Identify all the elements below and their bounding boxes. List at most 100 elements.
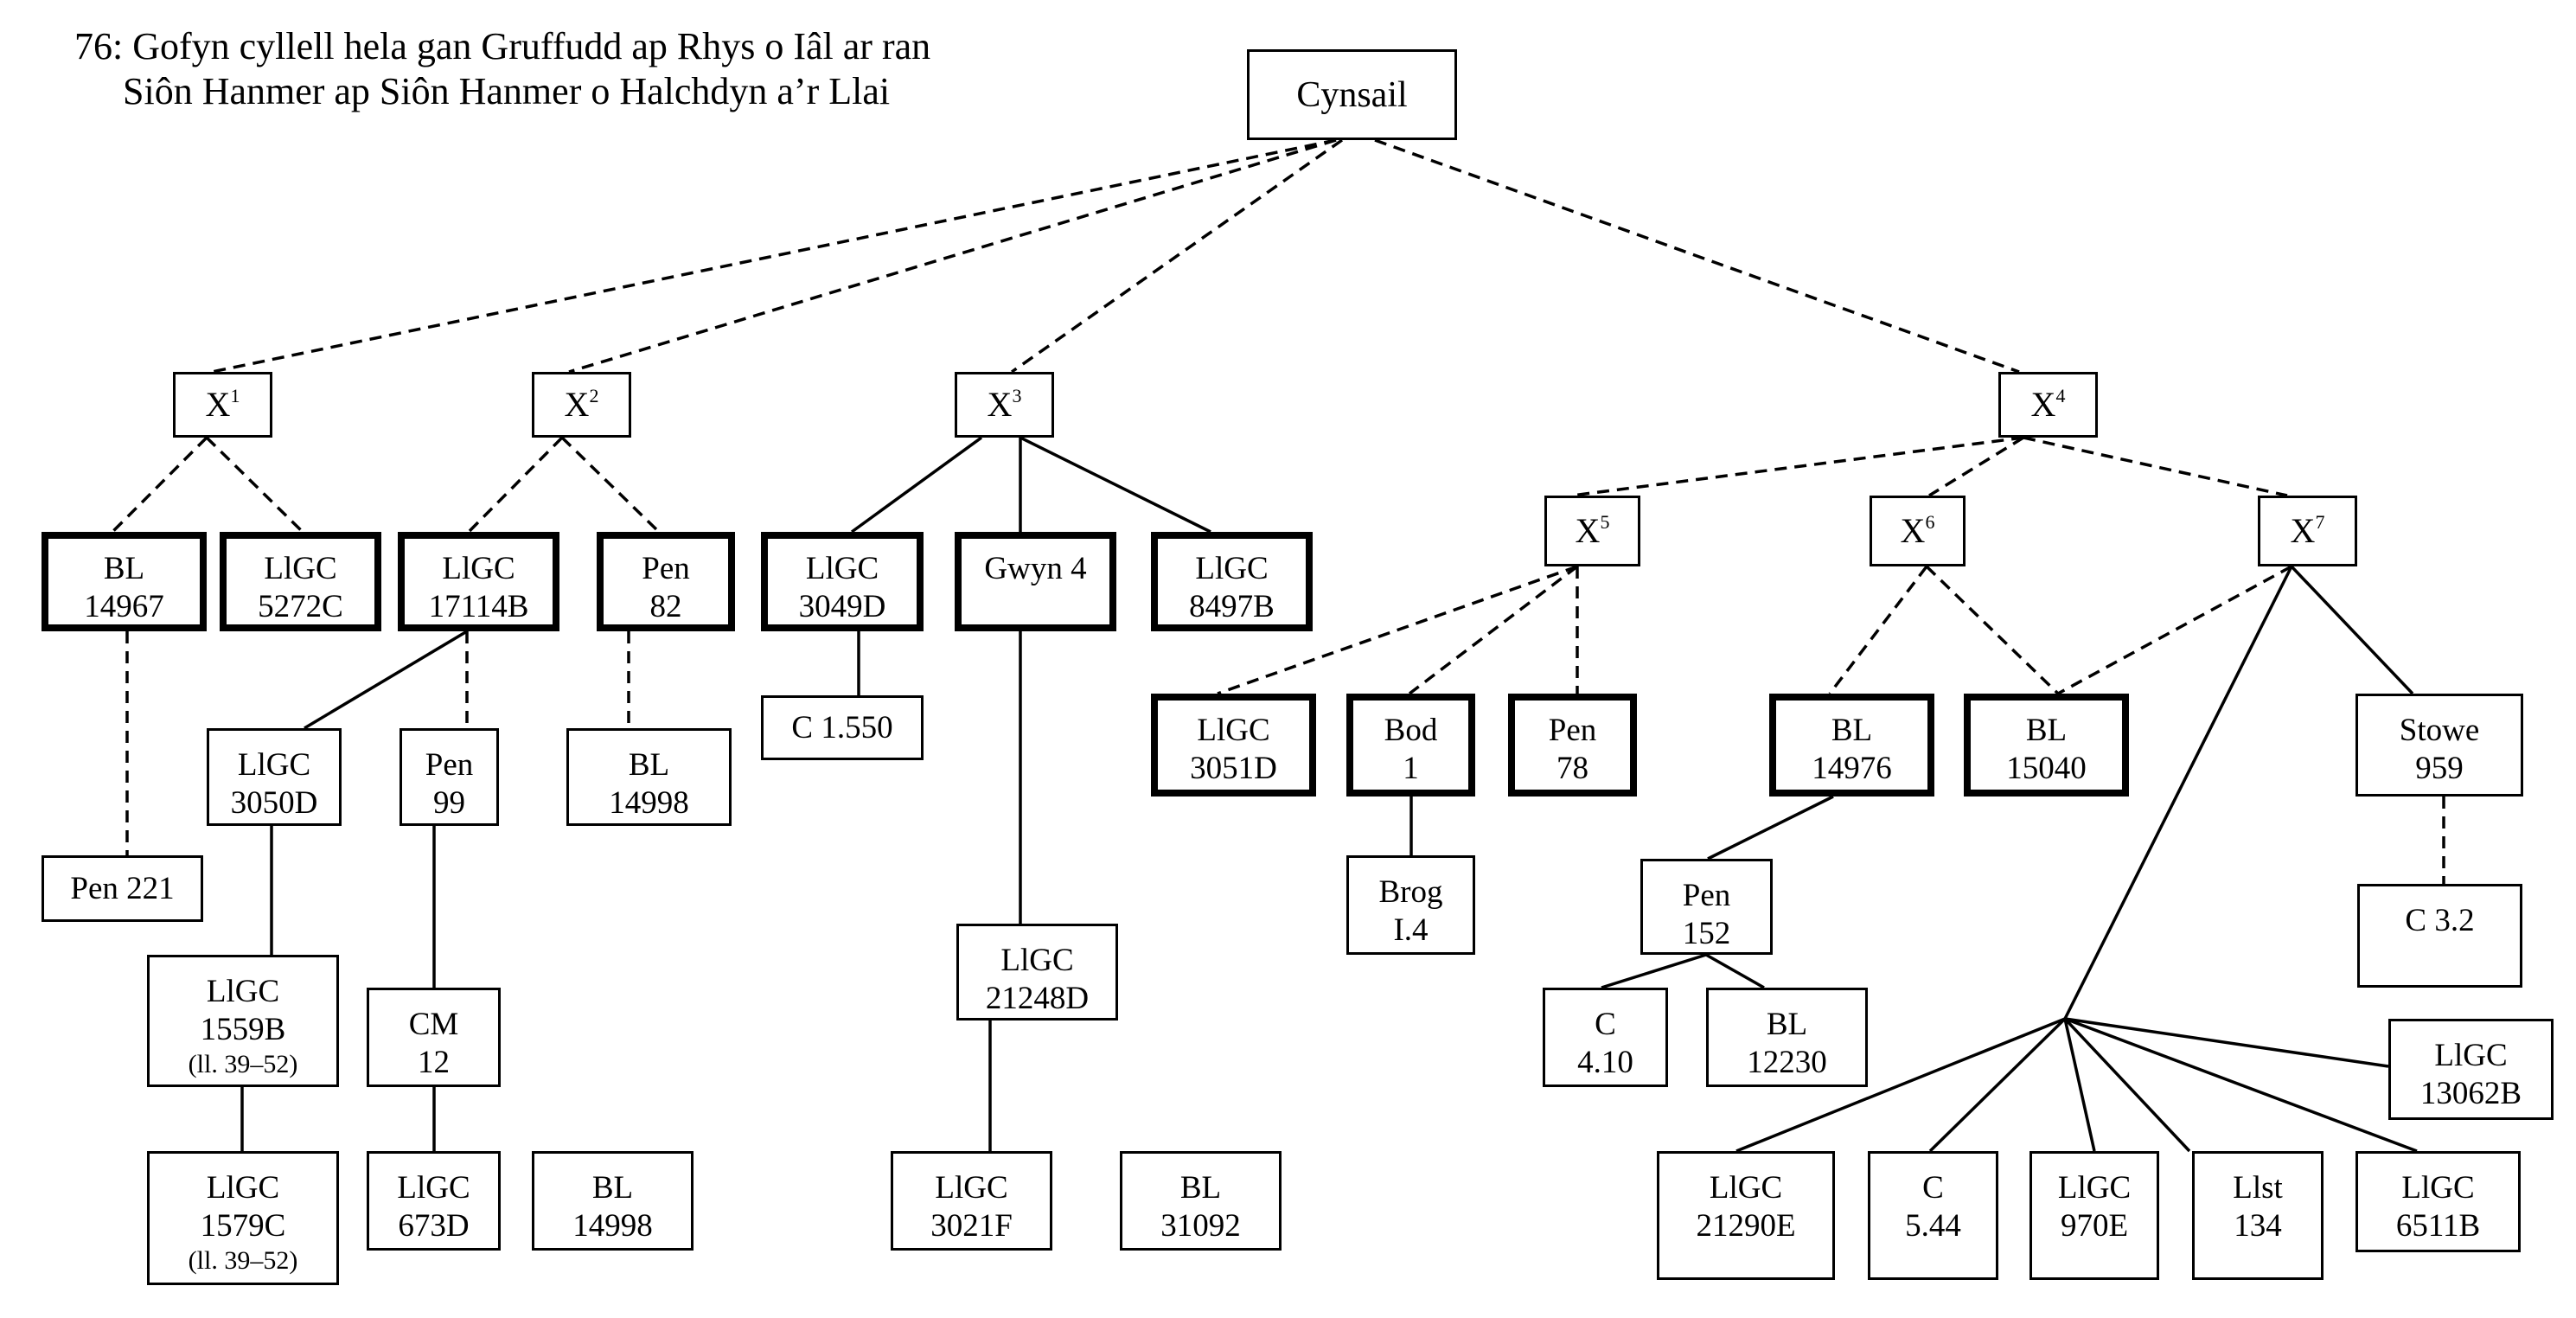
node-label-line: Brog bbox=[1378, 874, 1443, 910]
hyparchetype-index: 4 bbox=[2055, 385, 2066, 406]
edge-x7-to-bl15040 bbox=[2057, 565, 2292, 695]
node-label-line: 3050D bbox=[230, 785, 318, 821]
edge-x4-to-x6 bbox=[1928, 436, 2024, 497]
node-label-line: Bod bbox=[1384, 713, 1438, 748]
edge-x4-to-x7 bbox=[2023, 436, 2288, 497]
node-label-line: Pen bbox=[425, 747, 474, 783]
node-x3: X3 bbox=[955, 372, 1054, 438]
hyparchetype-base: X bbox=[2030, 385, 2056, 424]
node-gwyn4: Gwyn 4 bbox=[955, 532, 1116, 631]
node-label-line: LlGC bbox=[2401, 1170, 2475, 1206]
node-label-line: Cynsail bbox=[1296, 74, 1408, 115]
node-label-line: 78 bbox=[1556, 751, 1588, 786]
node-label-line: 14998 bbox=[572, 1208, 653, 1244]
node-label-line: 134 bbox=[2234, 1208, 2282, 1244]
node-label-line: 959 bbox=[2415, 751, 2464, 786]
edge-hub-to-llst134 bbox=[2063, 1017, 2191, 1153]
node-label-line: LlGC bbox=[1197, 713, 1270, 748]
node-pen221: Pen 221 bbox=[42, 855, 203, 922]
title-line-1: 76: Gofyn cyllell hela gan Gruffudd ap R… bbox=[74, 25, 931, 67]
edge-x7-to-hub bbox=[2063, 566, 2293, 1020]
node-label-line: 3051D bbox=[1190, 751, 1277, 786]
node-x5: X5 bbox=[1544, 496, 1640, 566]
node-label-line: 970E bbox=[2060, 1208, 2129, 1244]
node-label-line: LlGC bbox=[442, 551, 515, 586]
hyparchetype-base: X bbox=[205, 385, 231, 424]
node-label-line: BL bbox=[1179, 1170, 1222, 1206]
edge-x1-to-bl14967 bbox=[111, 436, 208, 534]
node-label-line: 4.10 bbox=[1577, 1045, 1633, 1080]
edge-llgc17114b-to-llgc3050d bbox=[304, 630, 468, 730]
hyparchetype-base: X bbox=[987, 385, 1013, 424]
node-label-line: 13062B bbox=[2419, 1076, 2522, 1111]
edge-cynsail-to-x3 bbox=[1010, 138, 1344, 374]
diagram-title: 76: Gofyn cyllell hela gan Gruffudd ap R… bbox=[74, 24, 930, 114]
node-label-line: C bbox=[1595, 1007, 1616, 1042]
node-label-line: 82 bbox=[649, 589, 682, 624]
node-label-line: LlGC bbox=[2434, 1038, 2508, 1073]
node-label-line: 12 bbox=[418, 1045, 450, 1080]
edge-hub-to-llgc6511b bbox=[2064, 1017, 2418, 1153]
node-label-line: 6511B bbox=[2395, 1208, 2481, 1244]
node-label-line: 14967 bbox=[84, 589, 164, 624]
node-label: X2 bbox=[565, 386, 599, 424]
node-label: X3 bbox=[988, 386, 1022, 424]
node-label-line: LlGC bbox=[1000, 943, 1074, 978]
hyparchetype-index: 5 bbox=[1600, 511, 1610, 533]
node-label: X4 bbox=[2031, 386, 2066, 424]
node-label-line: 5272C bbox=[258, 589, 343, 624]
node-label-line: 5.44 bbox=[1905, 1208, 1961, 1244]
node-label-line: BL bbox=[628, 747, 670, 783]
edge-hub-to-llgc970e bbox=[2063, 1018, 2096, 1152]
node-label-line: Stowe bbox=[2399, 713, 2480, 748]
node-label-line: 1559B bbox=[200, 1012, 286, 1047]
node-x2: X2 bbox=[532, 372, 631, 438]
title-line-2: Siôn Hanmer ap Siôn Hanmer o Halchdyn a’… bbox=[123, 70, 891, 112]
node-label-line: 21248D bbox=[985, 981, 1090, 1016]
node-c32: C 3.2 bbox=[2357, 884, 2522, 988]
node-label-line: 99 bbox=[433, 785, 465, 821]
node-label-line: 15040 bbox=[2006, 751, 2087, 786]
edge-x6-to-bl14976 bbox=[1828, 565, 1928, 695]
edge-cynsail-to-x1 bbox=[211, 138, 1337, 374]
node-label-line: LlGC bbox=[206, 1170, 280, 1206]
node-label-line: Pen bbox=[1548, 713, 1597, 748]
node-label-line: LlGC bbox=[2057, 1170, 2132, 1206]
hyparchetype-index: 3 bbox=[1012, 385, 1022, 406]
node-label-line: BL bbox=[1766, 1007, 1808, 1042]
node-label-line: LlGC bbox=[935, 1170, 1008, 1206]
node-label-line: 12230 bbox=[1747, 1045, 1827, 1080]
node-label-line: C 3.2 bbox=[2405, 903, 2475, 938]
edge-x1-to-llgc5272c bbox=[205, 436, 304, 534]
hyparchetype-base: X bbox=[1900, 511, 1926, 550]
node-label-line: Pen bbox=[642, 551, 690, 586]
node-label-line: LlGC bbox=[1709, 1170, 1783, 1206]
edge-x2-to-llgc17114b bbox=[467, 436, 564, 534]
node-label-line: LlGC bbox=[206, 974, 280, 1009]
hyparchetype-base: X bbox=[564, 385, 590, 424]
edge-x2-to-pen82 bbox=[560, 436, 661, 534]
